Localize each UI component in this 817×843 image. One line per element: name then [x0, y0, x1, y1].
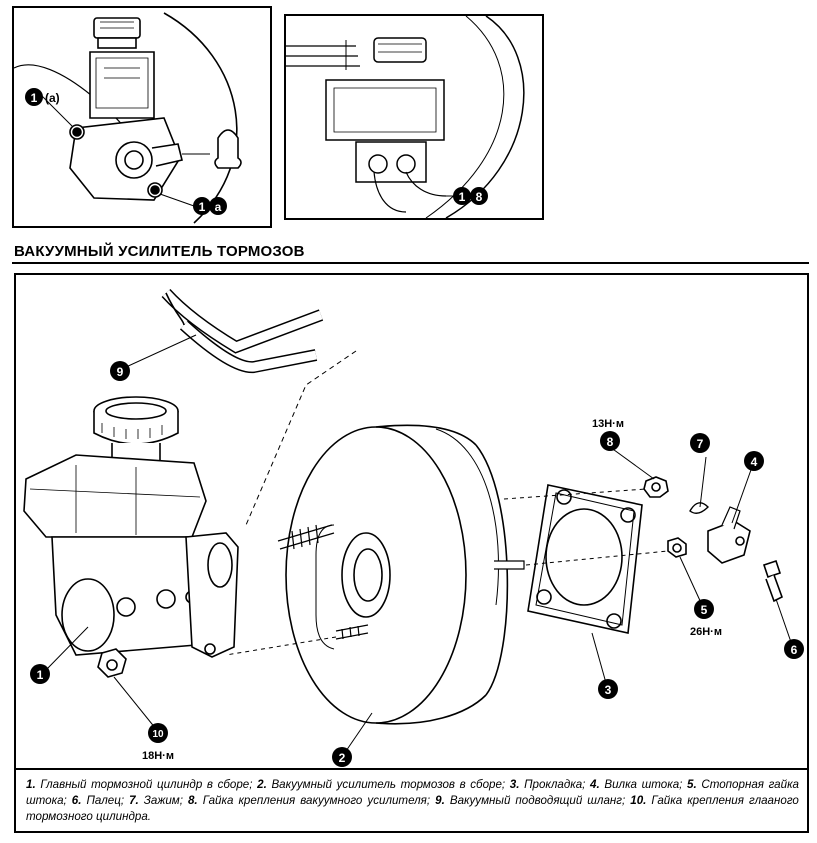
torque-part-10: 18Н·м: [142, 750, 174, 762]
part-label-7: 7: [690, 433, 710, 453]
legend-item-5: 5. Стопорная гайка штока;: [26, 778, 800, 807]
inset-master-cylinder-mounting: 1 (a) 1 a: [12, 6, 272, 228]
exploded-view-panel: 9 1 2 3 4 5 6 7: [14, 273, 809, 833]
parts-legend: 1. Главный тормозной цилиндр в сборе; 2.…: [14, 768, 809, 833]
section-divider: [12, 262, 809, 264]
callout-upper: 1 (a): [25, 88, 60, 106]
callout-lower-suffix: a: [215, 200, 222, 214]
callout-right: 1 8: [453, 187, 488, 205]
part-label-3: 3: [598, 679, 618, 699]
inset-left-drawing: 1 (a) 1 a: [14, 12, 242, 224]
inset-brake-lines: 1 8: [284, 14, 544, 220]
svg-text:9: 9: [117, 365, 124, 379]
section-title: ВАКУУМНЫЙ УСИЛИТЕЛЬ ТОРМОЗОВ: [14, 243, 305, 260]
part-label-8: 8: [600, 431, 620, 451]
svg-text:1: 1: [37, 668, 44, 682]
part-label-6: 6: [784, 639, 804, 659]
inset-right-drawing: 1 8: [286, 16, 525, 218]
part-label-4: 4: [744, 451, 764, 471]
svg-text:6: 6: [791, 643, 798, 657]
legend-item-4: 4. Вилка штока;: [590, 778, 683, 791]
part-label-2: 2: [332, 747, 352, 767]
torque-part-8: 13Н·м: [592, 418, 624, 430]
callout-upper-suffix: (a): [45, 91, 60, 105]
part-label-9: 9: [110, 361, 130, 381]
legend-item-7: 7. Зажим;: [129, 794, 183, 807]
torque-part-5: 26Н·м: [690, 626, 722, 638]
svg-text:4: 4: [751, 455, 758, 469]
part-label-10: 10: [148, 723, 168, 743]
legend-item-8: 8. Гайка крепления вакуумного усилителя;: [187, 794, 431, 807]
svg-text:7: 7: [697, 437, 704, 451]
svg-text:10: 10: [152, 729, 164, 740]
exploded-view-drawing: 9 1 2 3 4 5 6 7: [23, 288, 804, 767]
callout-upper-num: 1: [31, 91, 38, 105]
legend-item-9: 9. Вакуумный подводящий шланг;: [435, 794, 626, 807]
svg-text:2: 2: [339, 751, 346, 765]
svg-text:8: 8: [607, 435, 614, 449]
legend-item-2: 2. Вакуумный усилитель тормозов в сборе;: [257, 778, 506, 791]
svg-text:3: 3: [605, 683, 612, 697]
legend-item-10: 10. Гайка крепления глааного тормозного …: [26, 794, 799, 823]
callout-lower: 1 a: [193, 197, 227, 215]
callout-right-num1: 1: [459, 190, 466, 204]
svg-text:5: 5: [701, 603, 708, 617]
part-label-5: 5: [694, 599, 714, 619]
callout-right-num2: 8: [476, 190, 483, 204]
part-label-1: 1: [30, 664, 50, 684]
legend-item-6: 6. Палец;: [71, 794, 125, 807]
callout-lower-num: 1: [199, 200, 206, 214]
legend-item-1: 1. Главный тормозной цилиндр в сборе;: [26, 778, 253, 791]
legend-item-3: 3. Прокладка;: [509, 778, 586, 791]
